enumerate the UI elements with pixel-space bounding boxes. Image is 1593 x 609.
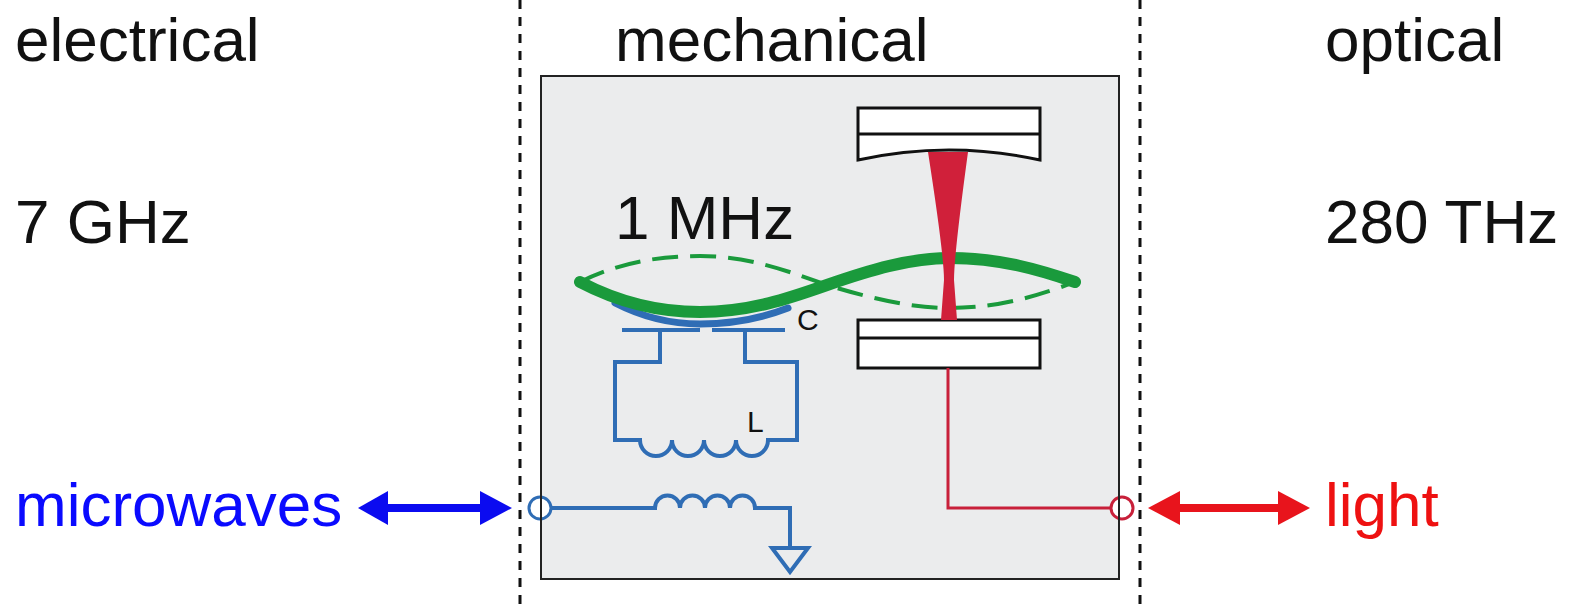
device-ground [541, 76, 1119, 579]
capacitor-plate [622, 328, 785, 332]
lc-circuit [552, 330, 808, 572]
optical-fiber [948, 368, 1110, 508]
flat-mirror [858, 320, 1040, 368]
mirror-edge [858, 337, 1040, 340]
section-divider [1139, 0, 1142, 609]
optical-mode [928, 152, 968, 320]
optical-port [1111, 497, 1133, 519]
label-text: C [797, 303, 819, 337]
coupling-inductor [552, 496, 790, 549]
ground-symbol [772, 548, 808, 572]
label-text: light [1325, 469, 1439, 540]
membrane [580, 258, 1075, 312]
device-box: 1 MHz [540, 75, 1120, 580]
label-text: electrical [15, 4, 260, 75]
label-text: optical [1325, 4, 1504, 75]
label-text: mechanical [615, 4, 929, 75]
label-text: microwaves [15, 469, 342, 540]
section-divider [519, 0, 522, 609]
frequency-label: 1 MHz [615, 182, 794, 253]
mirror-edge [858, 133, 1040, 136]
microwave-arrow [358, 491, 512, 525]
label-text: 7 GHz [15, 186, 191, 257]
label-text: 280 THz [1325, 186, 1558, 257]
inductor-loop [615, 330, 797, 456]
light-arrow [1148, 491, 1310, 525]
label-text: L [747, 405, 764, 439]
